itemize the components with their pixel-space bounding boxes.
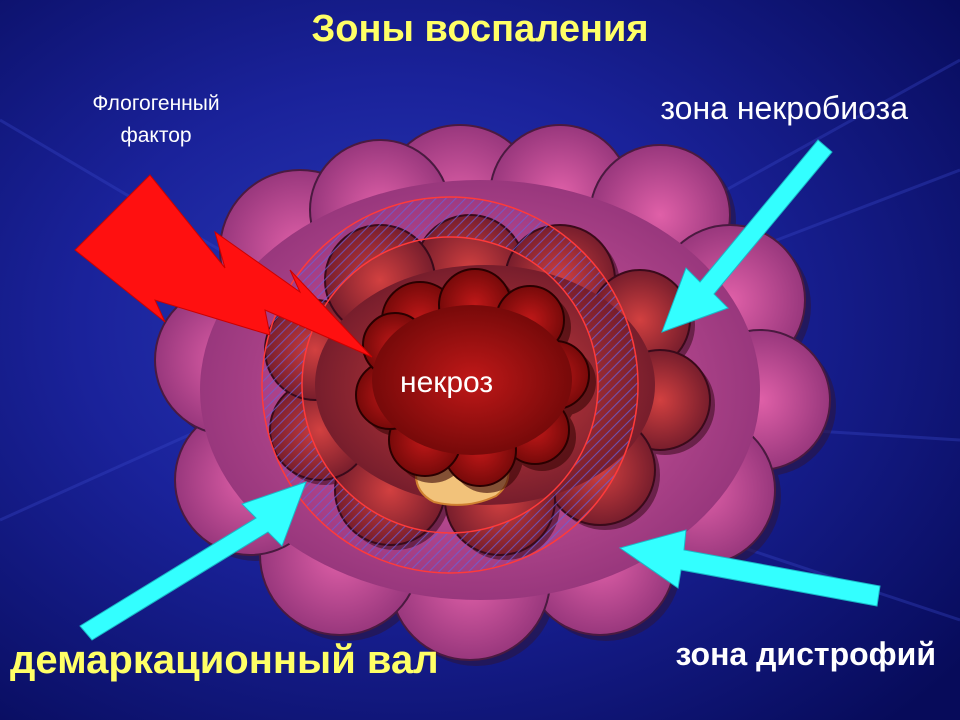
necrobiosis-zone-label: зона некробиоза (660, 90, 908, 126)
demarcation-wall-label: демаркационный вал (10, 638, 439, 682)
necrosis-core (355, 268, 596, 493)
slide-title: Зоны воспаления (311, 8, 649, 50)
necrosis-label: некроз (400, 366, 494, 399)
arrow-to-necrobiosis (661, 139, 833, 333)
lightning-bolt-icon (74, 174, 373, 358)
phlogogenic-factor-label: Флогогенный фактор (92, 92, 220, 147)
arrow-to-dystrophy (618, 529, 881, 607)
dystrophy-zone-label: зона дистрофий (675, 636, 936, 672)
arrow-to-demarcation (79, 481, 307, 641)
